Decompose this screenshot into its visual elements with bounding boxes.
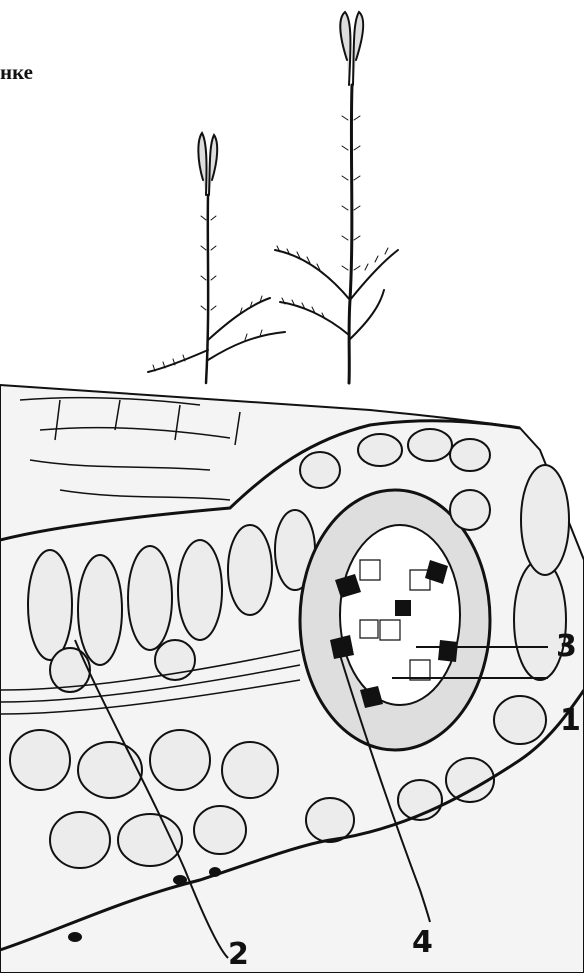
club-moss-plant	[148, 12, 398, 383]
callout-label-1: 1	[560, 706, 581, 736]
callout-label-3: 3	[556, 632, 577, 662]
leaf-cross-section	[0, 385, 584, 973]
callout-label-4: 4	[412, 928, 433, 958]
callout-label-2: 2	[228, 940, 249, 970]
